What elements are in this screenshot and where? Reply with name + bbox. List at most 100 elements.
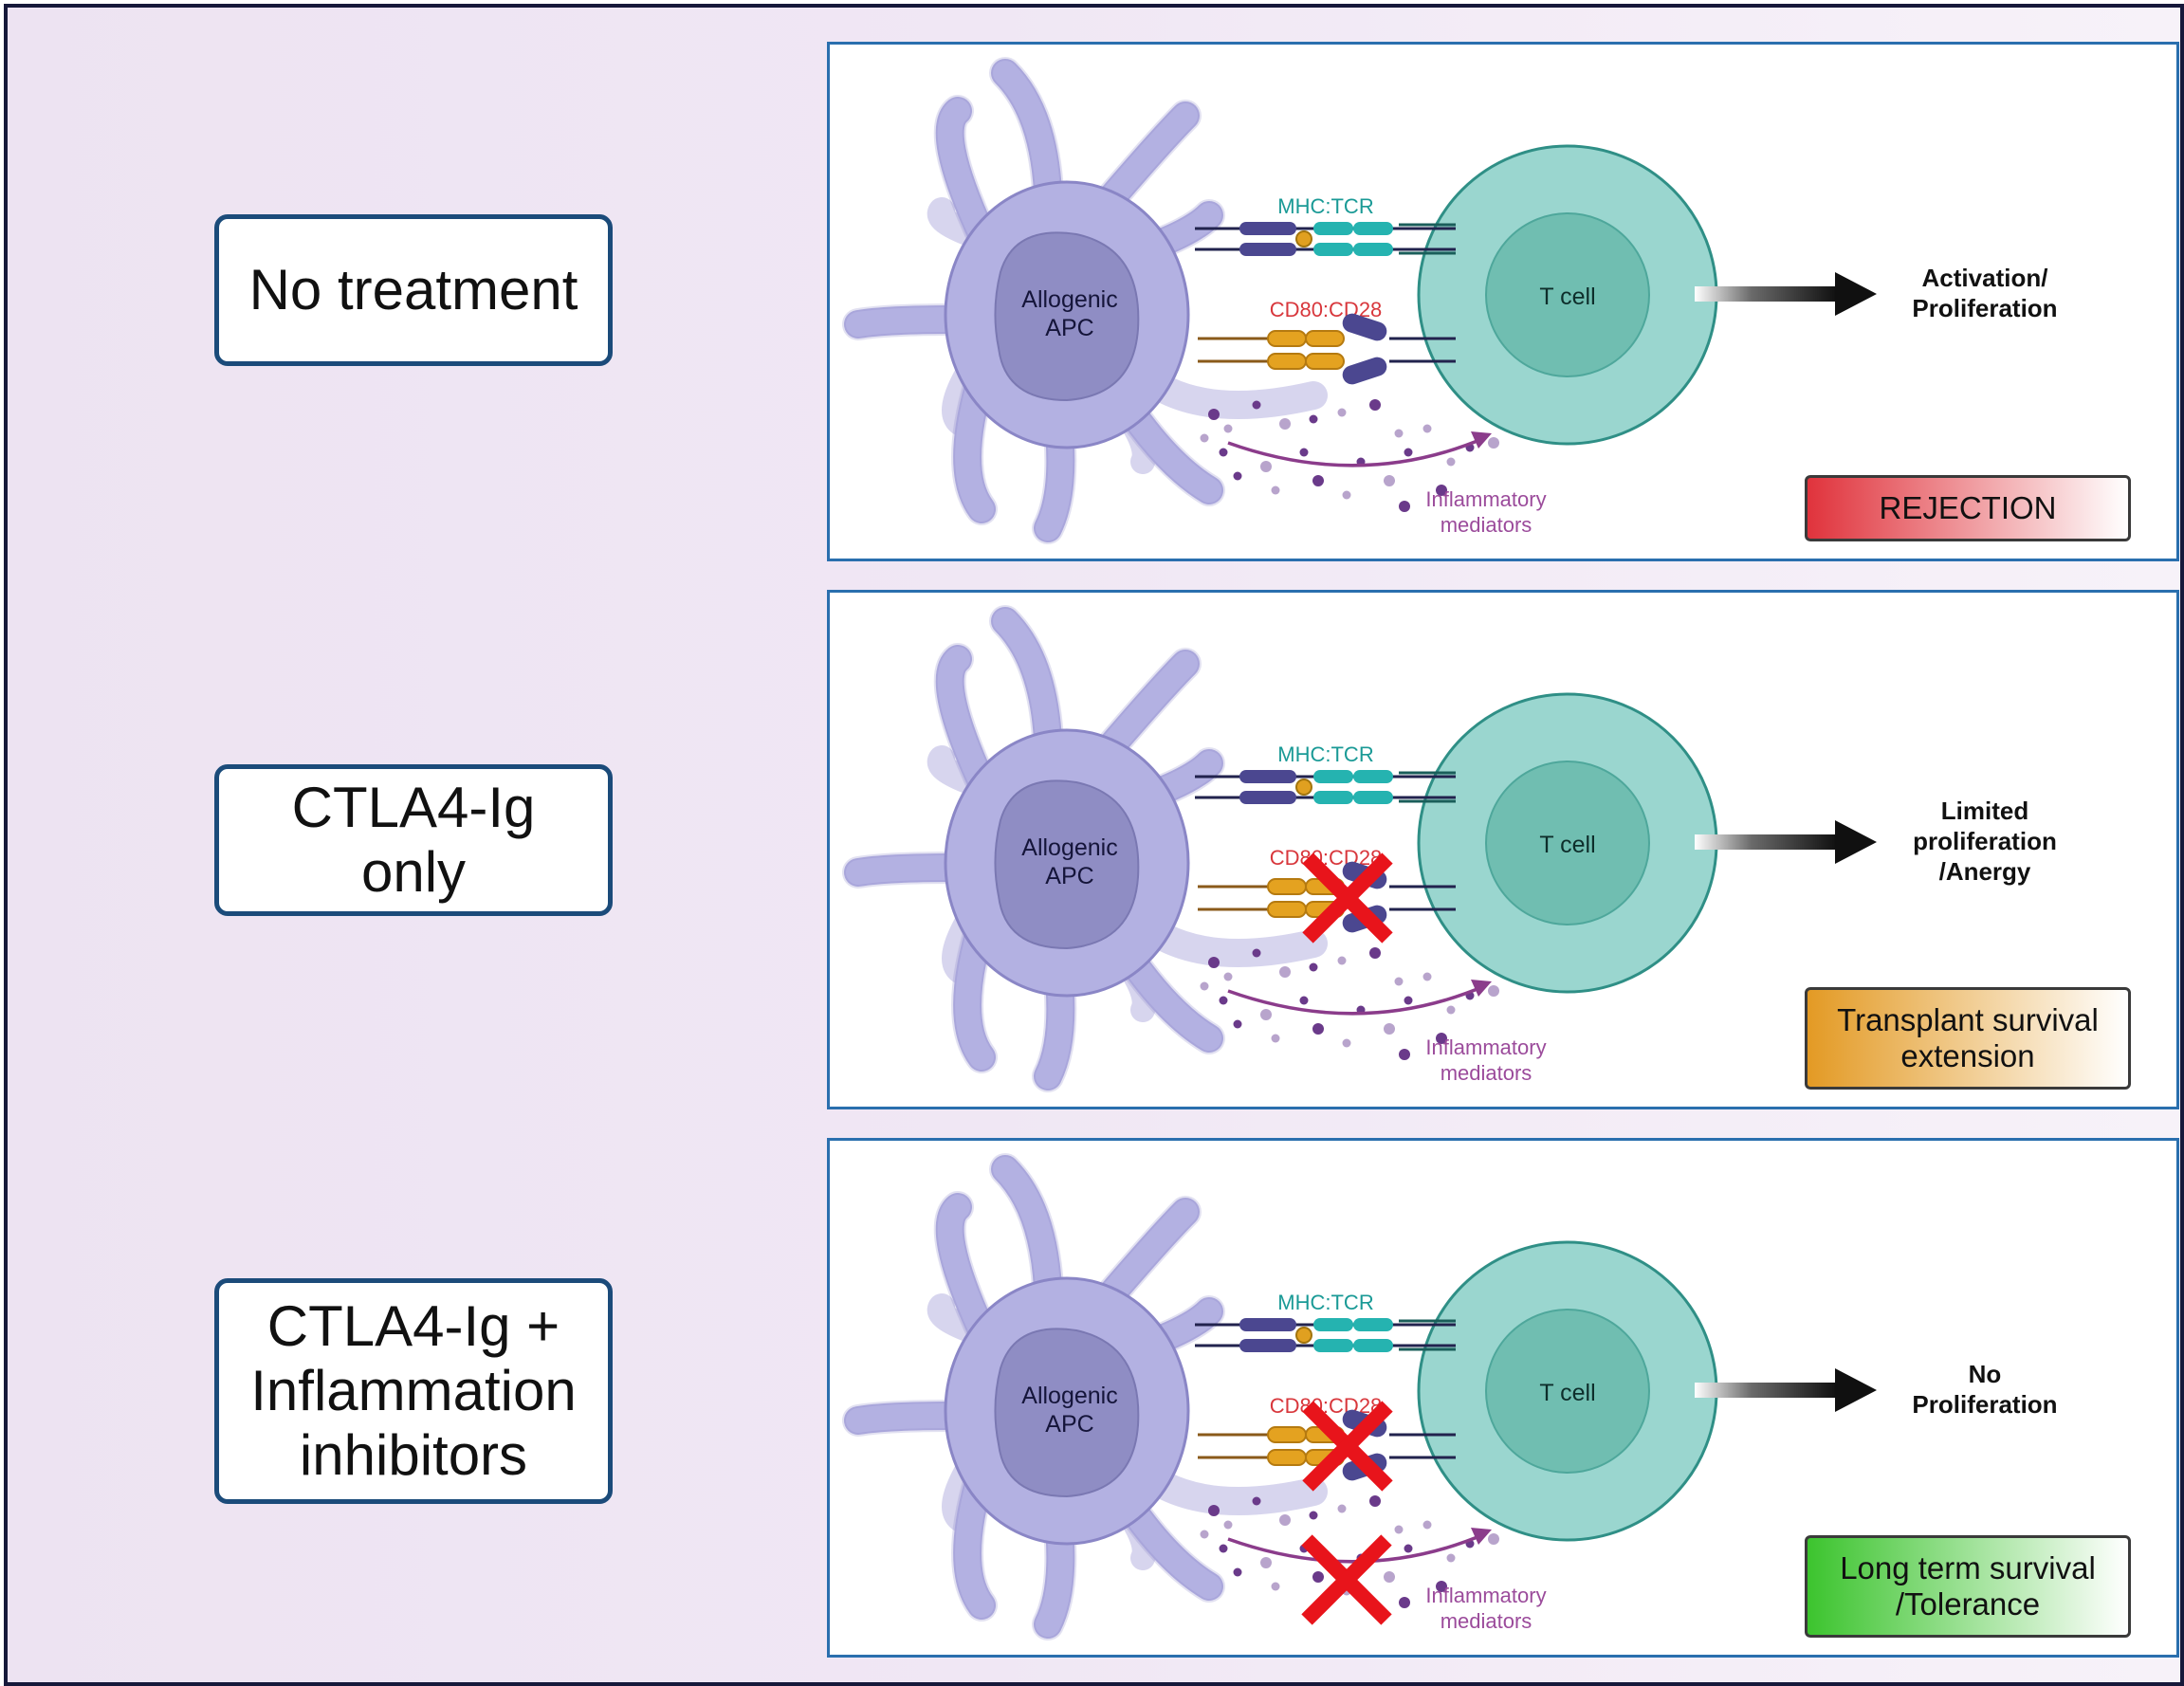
tcr-segment [1313, 222, 1353, 235]
mediator-dot [1309, 1511, 1318, 1520]
cd80-domain [1267, 330, 1307, 347]
mediator-dot [1260, 1009, 1272, 1020]
mediator-dot [1208, 1505, 1220, 1516]
condition-box-ctla4-ig-plus-inhibitors: CTLA4-Ig + Inflammation inhibitors [214, 1278, 613, 1504]
mediator-dot [1279, 418, 1291, 430]
mediator-dot [1309, 414, 1318, 424]
tcell-nucleus [1485, 212, 1650, 377]
mediator-dot [1299, 448, 1309, 457]
mediator-dot [1488, 985, 1499, 997]
cd80-domain [1305, 353, 1345, 370]
mediator-dot [1233, 1019, 1242, 1029]
mediator-arrowhead [1471, 431, 1492, 449]
mediator-dot [1384, 1571, 1395, 1583]
mhc-molecule [1239, 791, 1296, 804]
mediators-block-x [1301, 1534, 1392, 1625]
mediator-dot [1252, 948, 1261, 958]
mediator-arrowhead [1471, 1528, 1492, 1545]
cd80-cd28-complex: CD80:CD28 [1198, 846, 1456, 944]
mediator-dot [1488, 437, 1499, 449]
mhc-tcr-complex: MHC:TCR [1195, 194, 1456, 256]
mediator-dot [1404, 448, 1413, 457]
mediator-dot [1223, 1520, 1233, 1530]
outcome-box: Transplant survival extension [1805, 987, 2131, 1090]
tcell: T cell [1417, 1240, 1718, 1542]
cd80-cd28-complex: CD80:CD28 [1198, 298, 1456, 385]
result-arrow-shaft [1695, 1383, 1837, 1398]
mediator-arrow [1227, 984, 1485, 1016]
mhc-tcr-complex: MHC:TCR [1195, 742, 1456, 804]
mediator-dot [1271, 1034, 1280, 1043]
cd80-domain [1267, 353, 1307, 370]
mediator-dot [1436, 485, 1447, 496]
mediator-dot [1422, 972, 1432, 981]
tcr-segment [1353, 770, 1393, 783]
mhc-tcr-label: MHC:TCR [1277, 1291, 1373, 1314]
mediator-dot [1200, 1530, 1209, 1539]
tcr-segment [1353, 1318, 1393, 1331]
mediator-dot [1312, 475, 1324, 486]
peptide [1295, 779, 1312, 796]
mediator-dot [1219, 996, 1228, 1005]
tcell-label: T cell [1539, 1380, 1595, 1406]
mediator-dot [1488, 1533, 1499, 1545]
mediator-arrowhead [1471, 980, 1492, 997]
cd80-domain [1267, 878, 1307, 895]
result-arrow-shaft [1695, 286, 1837, 302]
mediator-dot [1208, 957, 1220, 968]
mediator-dot [1394, 977, 1404, 986]
result-arrowhead [1835, 272, 1877, 316]
tcr-segment [1313, 770, 1353, 783]
mediator-dot [1260, 461, 1272, 472]
tcell-label: T cell [1539, 832, 1595, 858]
mhc-tcr-label: MHC:TCR [1277, 742, 1373, 766]
mhc-molecule [1239, 222, 1296, 235]
mediator-dot [1337, 1504, 1347, 1513]
mediator-dot [1342, 490, 1351, 500]
mediator-dot [1271, 1582, 1280, 1591]
result-arrowhead [1835, 1368, 1877, 1412]
tcell-nucleus [1485, 761, 1650, 925]
mhc-molecule [1239, 1339, 1296, 1352]
tcell-label: T cell [1539, 284, 1595, 310]
mediator-dot [1233, 1567, 1242, 1577]
peptide [1295, 230, 1312, 247]
mediator-dot [1219, 448, 1228, 457]
tcr-segment [1353, 243, 1393, 256]
peptide [1295, 1327, 1312, 1344]
mediator-dot [1337, 408, 1347, 417]
apc-nucleus [994, 1328, 1140, 1498]
result-arrowhead [1835, 820, 1877, 864]
mediator-dot [1208, 409, 1220, 420]
mediator-dot [1384, 475, 1395, 486]
mediator-dot [1394, 1525, 1404, 1534]
result-arrow-shaft [1695, 834, 1837, 850]
outcome-box: REJECTION [1805, 475, 2131, 541]
mediator-dot [1342, 1038, 1351, 1048]
mediator-dot [1223, 424, 1233, 433]
mediator-dot [1233, 471, 1242, 481]
cd28-domain [1342, 357, 1387, 385]
mediator-dot [1223, 972, 1233, 981]
mhc-molecule [1239, 770, 1296, 783]
cd28-block-x [1302, 1401, 1393, 1492]
mediator-arrow [1227, 436, 1485, 467]
mediator-dot [1446, 457, 1456, 467]
tcell-nucleus [1485, 1309, 1650, 1474]
mediator-dot [1299, 996, 1309, 1005]
